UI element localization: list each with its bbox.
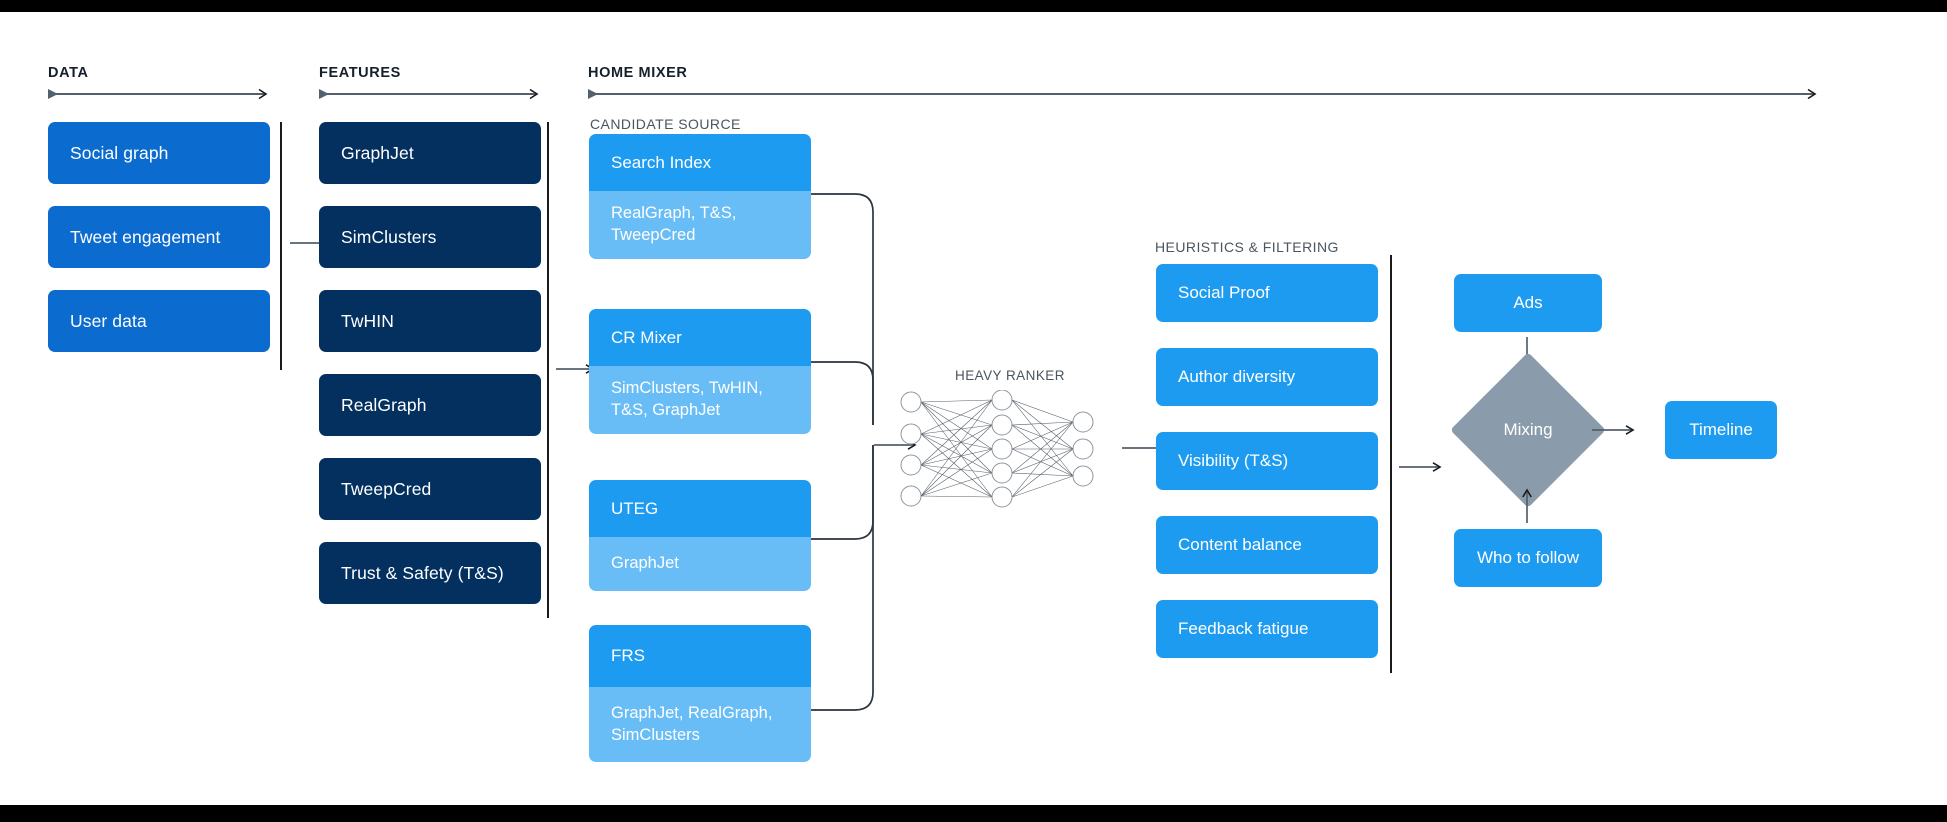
candidate-source-card-uteg[interactable]: UTEG GraphJet: [589, 480, 811, 591]
feature-card-realgraph[interactable]: RealGraph: [319, 374, 541, 436]
feature-card-label: TwHIN: [341, 310, 394, 331]
heuristic-card-label: Feedback fatigue: [1178, 619, 1309, 638]
feature-card-label: TweepCred: [341, 478, 432, 499]
heuristic-card-feedback-fatigue[interactable]: Feedback fatigue: [1156, 600, 1378, 658]
data-card-tweet-engagement[interactable]: Tweet engagement: [48, 206, 270, 268]
divider-heuristics-mixing: [1390, 255, 1392, 673]
feature-card-graphjet[interactable]: GraphJet: [319, 122, 541, 184]
mixing-label: Mixing: [1503, 420, 1553, 439]
candidate-source-title: CR Mixer: [589, 309, 811, 366]
data-card-label: User data: [70, 310, 147, 331]
heuristic-card-label: Author diversity: [1178, 367, 1296, 386]
candidate-source-features: GraphJet: [589, 537, 811, 591]
heuristic-card-social-proof[interactable]: Social Proof: [1156, 264, 1378, 322]
section-label-heuristics: HEURISTICS & FILTERING: [1155, 239, 1339, 255]
diagram-canvas: DATA FEATURES HOME MIXER CANDIDATE SOURC…: [0, 12, 1947, 805]
feature-card-label: GraphJet: [341, 142, 414, 163]
feature-card-twhin[interactable]: TwHIN: [319, 290, 541, 352]
candidate-source-title: FRS: [589, 625, 811, 687]
home-mixer-header-arrow: [588, 88, 1822, 100]
divider-features-home: [547, 122, 549, 618]
heuristic-card-label: Social Proof: [1178, 283, 1270, 302]
candidate-source-features: GraphJet, RealGraph, SimClusters: [589, 687, 811, 762]
candidate-source-features: RealGraph, T&S, TweepCred: [589, 191, 811, 259]
candidate-source-title: Search Index: [589, 134, 811, 191]
candidate-source-title: UTEG: [589, 480, 811, 537]
heuristic-card-label: Visibility (T&S): [1178, 451, 1289, 470]
data-card-user-data[interactable]: User data: [48, 290, 270, 352]
mixing-input-ads[interactable]: Ads: [1454, 274, 1602, 332]
who-to-follow-label: Who to follow: [1476, 548, 1580, 567]
data-header-arrow: [48, 88, 273, 100]
feature-card-simclusters[interactable]: SimClusters: [319, 206, 541, 268]
ads-label: Ads: [1513, 293, 1543, 312]
heavy-ranker-network: [893, 390, 1111, 508]
heuristic-card-label: Content balance: [1178, 535, 1302, 554]
feature-card-trust-safety[interactable]: Trust & Safety (T&S): [319, 542, 541, 604]
feature-card-label: Trust & Safety (T&S): [341, 562, 504, 583]
candidate-source-card-frs[interactable]: FRS GraphJet, RealGraph, SimClusters: [589, 625, 811, 762]
feature-card-tweepcred[interactable]: TweepCred: [319, 458, 541, 520]
divider-data-features: [280, 122, 282, 370]
connector-candidate-sources-to-ranker: [811, 187, 891, 717]
candidate-source-features: SimClusters, TwHIN, T&S, GraphJet: [589, 366, 811, 434]
arrow-mixing-to-timeline: [1592, 424, 1640, 436]
heuristic-card-visibility[interactable]: Visibility (T&S): [1156, 432, 1378, 490]
feature-card-label: SimClusters: [341, 226, 437, 247]
candidate-source-card-search-index[interactable]: Search Index RealGraph, T&S, TweepCred: [589, 134, 811, 259]
output-card-timeline[interactable]: Timeline: [1665, 401, 1777, 459]
section-label-features: FEATURES: [319, 65, 401, 81]
section-label-heavy-ranker: HEAVY RANKER: [955, 368, 1065, 383]
section-label-data: DATA: [48, 65, 89, 81]
arrow-who-to-follow-to-mixing: [1521, 483, 1533, 523]
feature-card-label: RealGraph: [341, 394, 427, 415]
timeline-label: Timeline: [1689, 420, 1753, 439]
data-card-label: Social graph: [70, 142, 169, 163]
mixing-input-who-to-follow[interactable]: Who to follow: [1454, 529, 1602, 587]
section-label-home-mixer: HOME MIXER: [588, 65, 688, 81]
heuristic-card-content-balance[interactable]: Content balance: [1156, 516, 1378, 574]
heuristic-card-author-diversity[interactable]: Author diversity: [1156, 348, 1378, 406]
data-card-social-graph[interactable]: Social graph: [48, 122, 270, 184]
candidate-source-card-cr-mixer[interactable]: CR Mixer SimClusters, TwHIN, T&S, GraphJ…: [589, 309, 811, 434]
data-card-label: Tweet engagement: [70, 226, 221, 247]
arrow-heuristics-to-mixing: [1399, 461, 1447, 473]
section-label-candidate-source: CANDIDATE SOURCE: [590, 116, 741, 132]
features-header-arrow: [319, 88, 544, 100]
